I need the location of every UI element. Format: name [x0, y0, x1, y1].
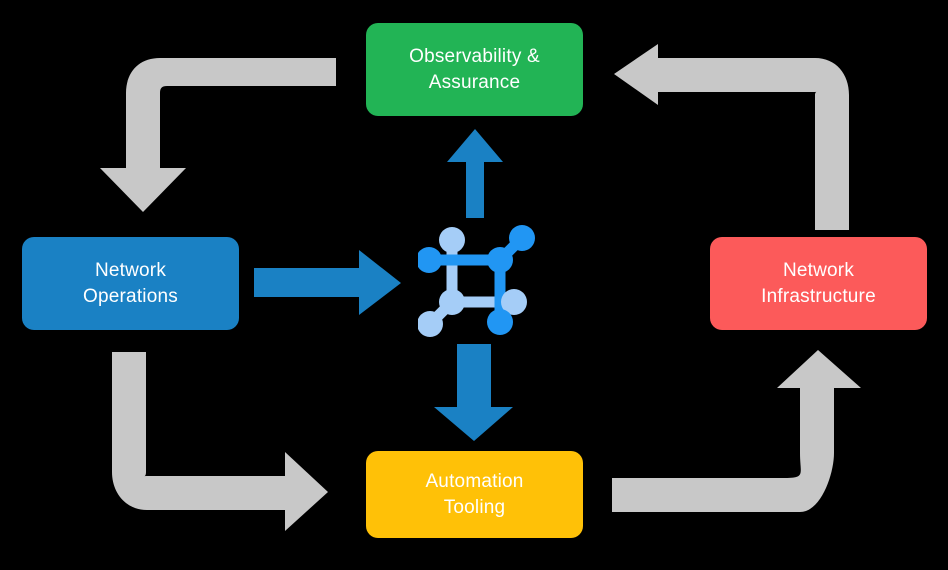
- blue-arrow-center-to-automation: [434, 344, 513, 441]
- blue-arrow-center-to-observability: [447, 129, 503, 218]
- blue-arrow-operations-to-center: [254, 250, 401, 315]
- node-box-observability[interactable]: Observability & Assurance: [366, 23, 583, 116]
- node-box-network-operations[interactable]: Network Operations: [22, 237, 239, 330]
- topology-light-nodes: [417, 227, 527, 337]
- node-box-automation-tooling[interactable]: Automation Tooling: [366, 451, 583, 538]
- node-box-network-infrastructure[interactable]: Network Infrastructure: [710, 237, 927, 330]
- gray-arrow-observability-to-operations: [100, 58, 336, 212]
- gray-arrow-automation-to-infrastructure: [612, 350, 861, 512]
- gray-arrow-infrastructure-to-observability: [614, 44, 849, 230]
- gray-arrow-operations-to-automation: [112, 352, 328, 531]
- network-topology-icon: [416, 218, 538, 340]
- topology-bright-nodes: [416, 225, 535, 335]
